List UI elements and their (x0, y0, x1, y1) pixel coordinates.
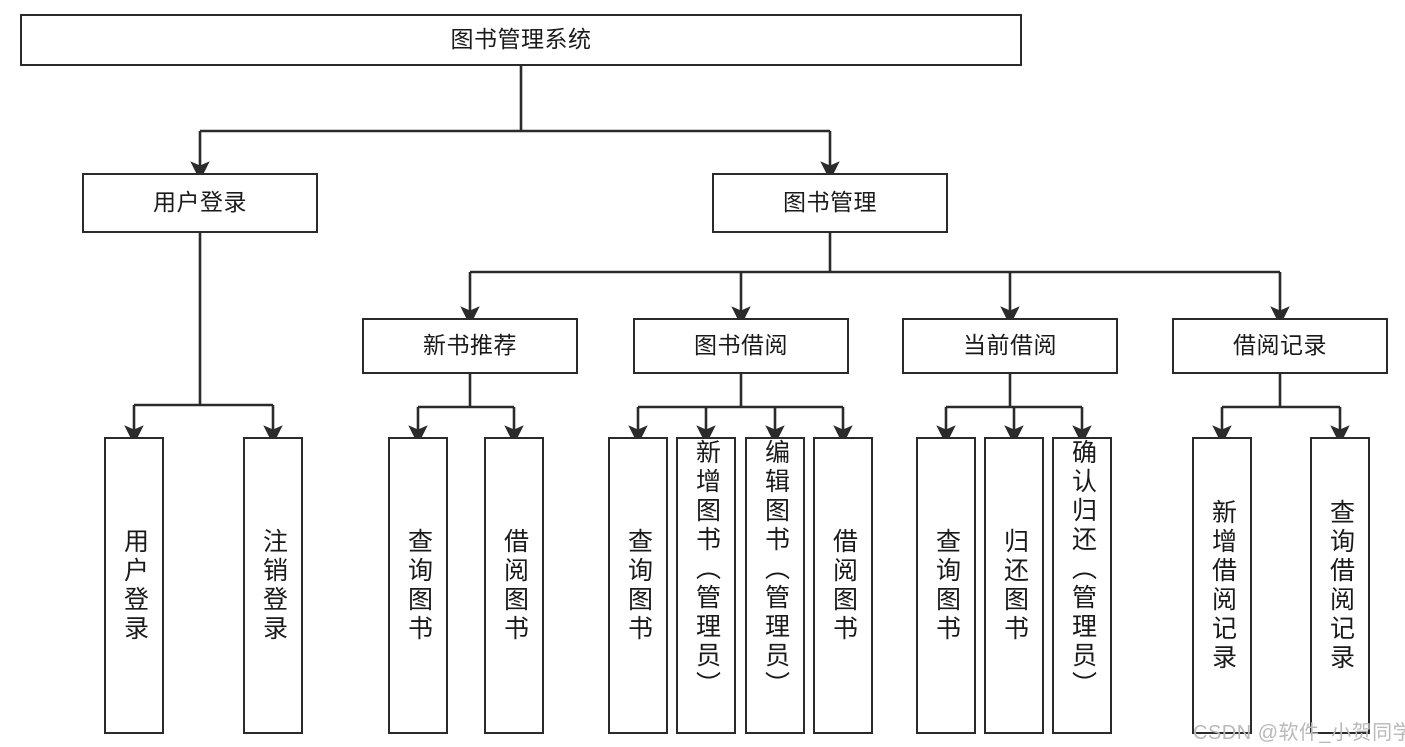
node-label: 编辑图书（管理员） (761, 439, 790, 700)
node-label: 查询图书 (404, 527, 433, 644)
node-new-book-recommend[interactable]: 新书推荐 (362, 318, 578, 374)
node-leaf-query-book-1[interactable]: 查询图书 (388, 437, 448, 734)
node-label: 查询图书 (624, 527, 653, 644)
node-leaf-borrow-book-1[interactable]: 借阅图书 (484, 437, 544, 734)
node-label: 借阅图书 (500, 527, 529, 644)
node-leaf-query-book-2[interactable]: 查询图书 (608, 437, 668, 734)
node-leaf-borrow-book-2[interactable]: 借阅图书 (813, 437, 873, 734)
node-label: 用户登录 (120, 527, 149, 644)
node-book-manage[interactable]: 图书管理 (712, 173, 948, 233)
node-label: 注销登录 (259, 527, 288, 644)
node-leaf-add-record[interactable]: 新增借阅记录 (1192, 437, 1252, 734)
node-borrow-record[interactable]: 借阅记录 (1172, 318, 1388, 374)
node-label: 确认归还（管理员） (1068, 439, 1097, 700)
node-label: 查询借阅记录 (1326, 498, 1355, 673)
node-label: 用户登录 (153, 189, 247, 216)
node-leaf-return-book[interactable]: 归还图书 (984, 437, 1044, 734)
node-label: 图书管理 (783, 189, 877, 216)
node-label: 归还图书 (1000, 527, 1029, 644)
node-leaf-user-logout[interactable]: 注销登录 (243, 437, 303, 734)
node-leaf-edit-book[interactable]: 编辑图书（管理员） (745, 437, 805, 734)
node-leaf-user-login[interactable]: 用户登录 (104, 437, 164, 734)
node-leaf-confirm-return[interactable]: 确认归还（管理员） (1052, 437, 1112, 734)
node-root[interactable]: 图书管理系统 (20, 14, 1022, 66)
node-leaf-query-record[interactable]: 查询借阅记录 (1310, 437, 1370, 734)
node-label: 图书借阅 (694, 332, 788, 359)
node-leaf-query-book-3[interactable]: 查询图书 (916, 437, 976, 734)
node-label: 图书管理系统 (450, 26, 592, 53)
node-label: 借阅图书 (829, 527, 858, 644)
node-book-borrow[interactable]: 图书借阅 (633, 318, 849, 374)
node-label: 借阅记录 (1233, 332, 1327, 359)
node-leaf-add-book[interactable]: 新增图书（管理员） (676, 437, 736, 734)
node-label: 新书推荐 (423, 332, 517, 359)
node-label: 当前借阅 (963, 332, 1057, 359)
node-label: 查询图书 (932, 527, 961, 644)
node-label: 新增借阅记录 (1208, 498, 1237, 673)
node-user-login[interactable]: 用户登录 (82, 173, 318, 233)
node-current-borrow[interactable]: 当前借阅 (902, 318, 1118, 374)
node-label: 新增图书（管理员） (692, 439, 721, 700)
csdn-watermark: CSDN @软件_小贺同学 (1193, 722, 1405, 744)
